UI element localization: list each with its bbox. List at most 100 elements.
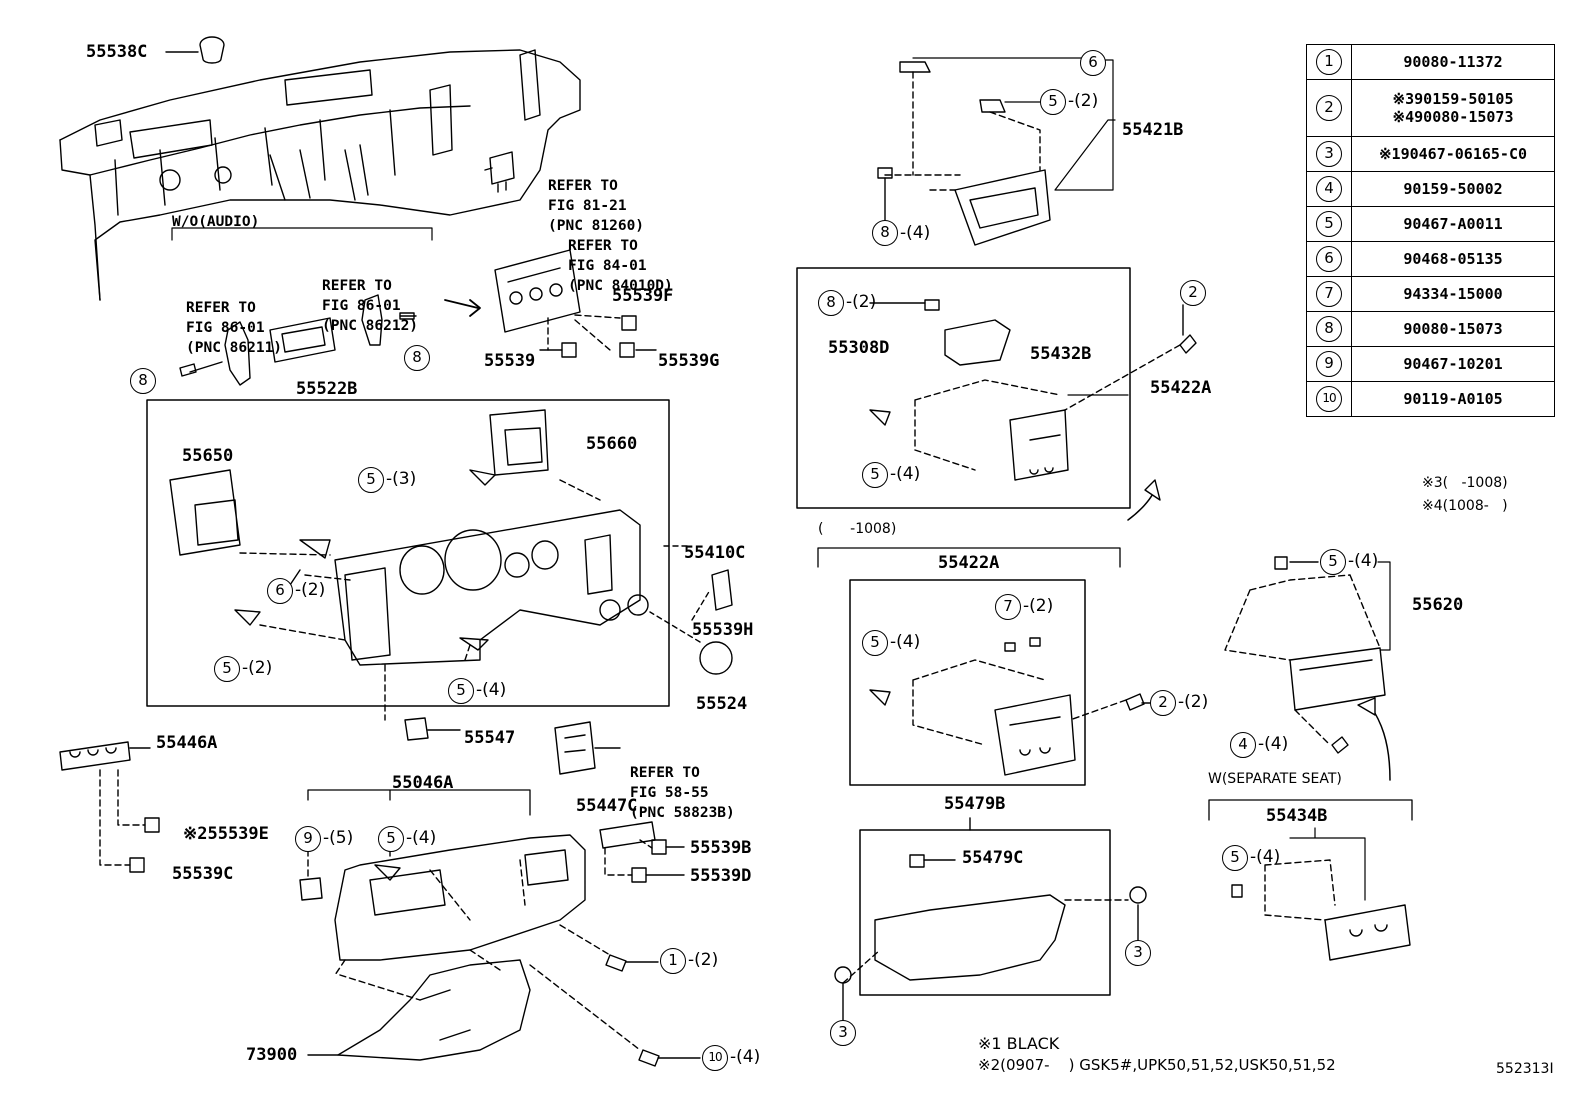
duct-55308d-shape (944, 319, 1011, 366)
callout-qty: -(4) (1258, 734, 1289, 754)
label-55539g: 55539G (658, 351, 720, 371)
lower-panel-55046a-shape (334, 834, 586, 961)
callout-circle: 10 (702, 1045, 728, 1071)
legend-part: 90159-50002 (1403, 180, 1503, 198)
label-55479b: 55479B (944, 794, 1006, 814)
callout-circle: 9 (295, 826, 321, 852)
legend-key: 5 (1316, 211, 1342, 237)
label-55620: 55620 (1412, 595, 1464, 615)
label-55479c: 55479C (962, 848, 1024, 868)
legend-key: 10 (1316, 386, 1342, 412)
label-55422a-lower: 55422A (938, 553, 1000, 573)
label-55539d: 55539D (690, 866, 752, 886)
box-55434b-shape (1324, 904, 1411, 961)
label-55410c: 55410C (684, 543, 746, 563)
legend-part: 90080-11372 (1403, 53, 1503, 71)
callout-circle: 5 (378, 826, 404, 852)
legend-key: 1 (1316, 49, 1342, 75)
box-55620-shape (1289, 647, 1386, 711)
legend-row: 3※190467-06165-C0 (1306, 136, 1555, 172)
note-w-separate-seat: W(SEPARATE SEAT) (1208, 771, 1342, 787)
callout-circle: 6 (1080, 50, 1106, 76)
callout-qty: -(4) (890, 632, 921, 652)
cluster-finish-panel-shape (334, 509, 649, 666)
part-55522b-shape (269, 317, 336, 363)
footnote-1: ※1 BLACK (978, 1034, 1060, 1053)
heater-control-shape (494, 249, 581, 333)
glove-door-55479b-shape (874, 894, 1066, 981)
legend-key: 9 (1316, 351, 1342, 377)
callout-circle: 8 (872, 220, 898, 246)
note-range-1008: ( -1008) (818, 521, 897, 537)
label-55539: 55539 (484, 351, 536, 371)
legend-part: 90467-A0011 (1403, 215, 1503, 233)
vent-55660-shape (489, 409, 549, 476)
legend-row: 5 90467-A0011 (1306, 206, 1555, 242)
callout-qty: -(3) (386, 469, 417, 489)
glove-box-73900-shape (337, 959, 531, 1061)
clip-55538c-shape (199, 36, 225, 64)
callout-circle: 5 (1040, 89, 1066, 115)
legend-part: ※490080-15073 (1392, 108, 1514, 126)
trim-55421b-shape (954, 169, 1051, 246)
dashboard-panel-drawing (59, 49, 581, 301)
bezel-55422a-shape (994, 694, 1076, 776)
label-55539e: ※255539E (183, 824, 269, 844)
callout-qty: -(2) (846, 292, 877, 312)
callout-circle: 8 (130, 368, 156, 394)
legend-part: ※190467-06165-C0 (1378, 145, 1528, 163)
callout-qty: -(2) (688, 950, 719, 970)
legend-part: 90468-05135 (1403, 250, 1503, 268)
legend-key: 4 (1316, 176, 1342, 202)
label-55421b: 55421B (1122, 120, 1184, 140)
callout-qty: -(4) (1348, 551, 1379, 571)
switch-58823b-shape (554, 721, 596, 775)
legend-key: 8 (1316, 316, 1342, 342)
label-55524: 55524 (696, 694, 748, 714)
callout-qty: -(2) (1178, 692, 1209, 712)
legend-key: 7 (1316, 281, 1342, 307)
label-55539b: 55539B (690, 838, 752, 858)
callout-qty: -(4) (730, 1047, 761, 1067)
label-55447c: 55447C (576, 796, 638, 816)
label-55660: 55660 (586, 434, 638, 454)
label-55539c: 55539C (172, 864, 234, 884)
legend-part: 90467-10201 (1403, 355, 1503, 373)
footnote-4: ※4(1008- ) (1422, 498, 1508, 514)
callout-qty: -(4) (890, 464, 921, 484)
legend-part: ※390159-50105 (1392, 90, 1514, 108)
callout-circle: 5 (862, 462, 888, 488)
callout-qty: -(2) (1068, 91, 1099, 111)
callout-circle: 6 (267, 578, 293, 604)
switch-55446a-shape (59, 741, 131, 771)
label-55434b: 55434B (1266, 806, 1328, 826)
callout-circle: 3 (830, 1020, 856, 1046)
legend-part: 94334-15000 (1403, 285, 1503, 303)
vent-55650-shape (169, 469, 241, 556)
callout-circle: 7 (995, 594, 1021, 620)
label-55539f: 55539F (612, 286, 674, 306)
callout-qty: -(4) (406, 828, 437, 848)
callout-qty: -(2) (1023, 596, 1054, 616)
callout-qty: -(5) (323, 828, 354, 848)
callout-circle: 2 (1180, 280, 1206, 306)
footnote-2: ※2(0907- ) GSK5#,UPK50,51,52,USK50,51,52 (978, 1056, 1336, 1074)
callout-circle: 8 (404, 345, 430, 371)
note-wo-audio: W/O(AUDIO) (172, 214, 260, 230)
callout-circle: 1 (660, 948, 686, 974)
legend-part: 90080-15073 (1403, 320, 1503, 338)
callout-circle: 5 (448, 678, 474, 704)
label-55547: 55547 (464, 728, 516, 748)
callout-circle: 5 (1222, 845, 1248, 871)
callout-qty: -(2) (295, 580, 326, 600)
label-55432b: 55432B (1030, 344, 1092, 364)
label-55539h: 55539H (692, 620, 754, 640)
callout-circle: 5 (1320, 549, 1346, 575)
callout-circle: 3 (1125, 940, 1151, 966)
legend-row: 8 90080-15073 (1306, 311, 1555, 347)
